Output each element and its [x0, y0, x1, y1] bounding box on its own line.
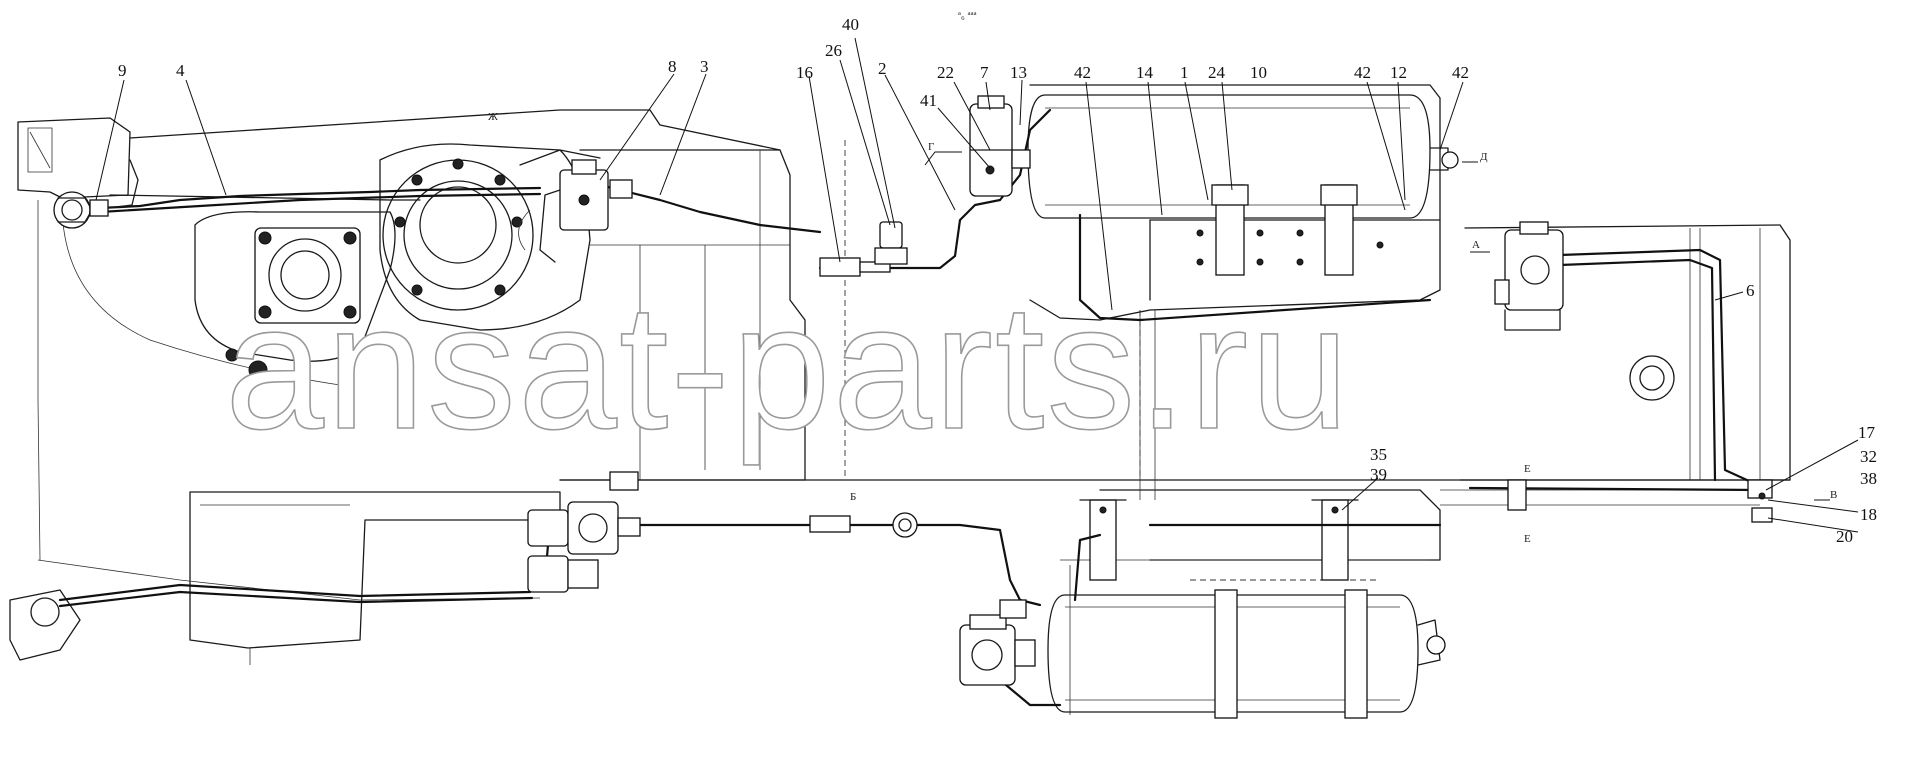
callout-8: 8 [668, 57, 677, 76]
section-mark-b: Б [850, 491, 856, 503]
callout-13: 13 [1010, 63, 1027, 82]
component-valve-6 [1494, 221, 1675, 401]
component-tee-16 [819, 257, 891, 277]
callout-42c: 42 [1452, 63, 1469, 82]
section-mark-e-bottom: Е [1524, 533, 1531, 545]
component-compressor [959, 599, 1036, 686]
callout-40: 40 [842, 15, 859, 34]
component-fitting-e [1507, 479, 1527, 511]
callout-4: 4 [176, 61, 185, 80]
top-mark: ᵃ₆ ᵃᵃᵃ [958, 9, 977, 21]
callout-42a: 42 [1074, 63, 1091, 82]
callout-6: 6 [1746, 281, 1755, 300]
lower-air-receiver [1047, 499, 1446, 719]
callout-7: 7 [980, 63, 989, 82]
component-pressure-switch-40 [874, 221, 908, 265]
callout-3: 3 [700, 57, 709, 76]
filler-cap [1629, 355, 1675, 401]
callout-18: 18 [1860, 505, 1877, 524]
callout-leaders [95, 37, 1859, 533]
callout-labels: 9 4 8 3 16 26 40 2 22 41 7 13 42 14 1 24… [118, 15, 1877, 546]
callout-17: 17 [1858, 423, 1876, 442]
section-mark-g: Г [928, 141, 934, 153]
callout-2: 2 [878, 59, 887, 78]
flange-plate [254, 227, 361, 324]
chassis-frame [9, 84, 1791, 715]
callout-10: 10 [1250, 63, 1267, 82]
callout-16: 16 [796, 63, 813, 82]
callout-35: 35 [1370, 445, 1387, 464]
section-mark-e-top: Е [1524, 463, 1531, 475]
section-mark-d: Д [1480, 151, 1488, 163]
component-regulator-7 [969, 95, 1031, 197]
section-markers: Г Д А Б В Е Е Ж [488, 111, 1837, 545]
section-mark-zh: Ж [488, 111, 498, 123]
section-mark-a: А [1472, 239, 1480, 251]
callout-1: 1 [1180, 63, 1189, 82]
callout-12: 12 [1390, 63, 1407, 82]
callout-32: 32 [1860, 447, 1877, 466]
callout-26: 26 [825, 41, 842, 60]
component-right-fitting-17-20 [1747, 479, 1773, 523]
component-brake-valve-9 [53, 159, 139, 229]
callout-39: 39 [1370, 465, 1387, 484]
callout-20: 20 [1836, 527, 1853, 546]
callout-38: 38 [1860, 469, 1877, 488]
upper-air-receiver [1027, 94, 1459, 276]
callout-14: 14 [1136, 63, 1154, 82]
section-mark-v: В [1830, 489, 1837, 501]
callout-42b: 42 [1354, 63, 1371, 82]
watermark: ansat-parts.ru [225, 267, 1351, 466]
component-lower-valve-cluster [527, 471, 918, 593]
callout-41: 41 [920, 91, 937, 110]
callout-9: 9 [118, 61, 127, 80]
callout-22: 22 [937, 63, 954, 82]
callout-24: 24 [1208, 63, 1226, 82]
component-valve-8 [518, 149, 633, 263]
